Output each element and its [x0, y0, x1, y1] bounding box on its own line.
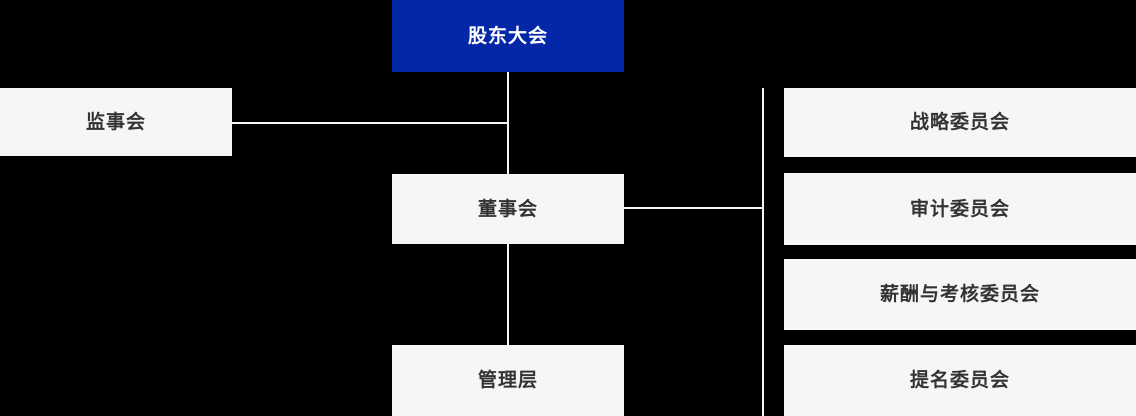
org-node-board[interactable]: 董事会: [392, 174, 624, 244]
org-node-nomination-committee[interactable]: 提名委员会: [784, 345, 1136, 416]
org-node-label: 董事会: [477, 198, 538, 220]
org-node-strategy-committee[interactable]: 战略委员会: [784, 88, 1136, 157]
org-node-label: 战略委员会: [909, 112, 1010, 133]
org-node-label: 审计委员会: [909, 198, 1010, 220]
connector-shareholders-to-supervisors: [232, 122, 509, 124]
org-node-shareholders[interactable]: 股东大会: [392, 0, 624, 72]
connector-board-to-committees: [624, 207, 764, 209]
org-node-supervisors[interactable]: 监事会: [0, 88, 232, 156]
org-node-label: 股东大会: [467, 25, 548, 47]
org-node-management[interactable]: 管理层: [392, 345, 624, 416]
connector-board-to-management: [507, 244, 509, 345]
org-node-label: 管理层: [477, 370, 538, 391]
org-node-audit-committee[interactable]: 审计委员会: [784, 173, 1136, 245]
org-node-label: 提名委员会: [909, 370, 1010, 391]
org-node-label: 监事会: [85, 111, 146, 133]
org-node-remuneration-committee[interactable]: 薪酬与考核委员会: [784, 259, 1136, 330]
connector-committees-bus-to-committees: [762, 88, 764, 416]
org-node-label: 薪酬与考核委员会: [879, 284, 1040, 305]
